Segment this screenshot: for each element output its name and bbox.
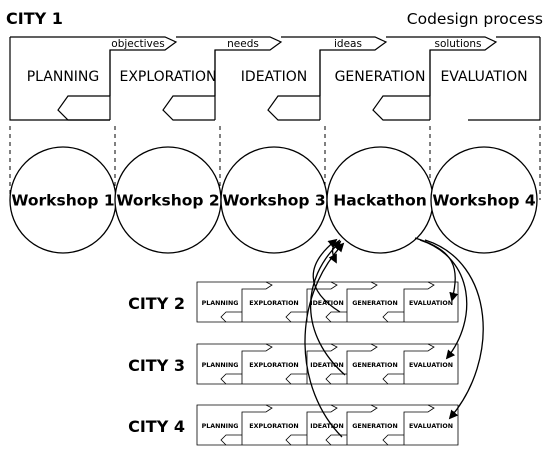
city-label: CITY 3 <box>128 356 185 375</box>
mini-phase-generation: GENERATION <box>352 423 398 430</box>
workshop-label: Workshop 4 <box>432 192 536 210</box>
workshop-circle <box>430 146 538 254</box>
mini-phase-ideation: IDEATION <box>310 423 344 430</box>
mini-phase-planning: PLANNING <box>202 423 239 430</box>
mini-return-arrow <box>325 373 347 385</box>
workshop-hackathon: Hackathon <box>326 146 434 254</box>
mini-return-arrow <box>220 311 242 323</box>
hackathon-link-arc <box>304 242 345 438</box>
mini-phase-generation: GENERATION <box>352 300 398 307</box>
mini-phase-evaluation: EVALUATION <box>409 300 453 307</box>
workshop-workshop-2: Workshop 2 <box>114 146 222 254</box>
city-city-2-process: CITY 2 PLANNING EXPLORATION IDEATION GENERAT… <box>128 281 459 323</box>
city-1-title: CITY 1 <box>6 9 63 28</box>
mini-handoff-arrow <box>241 404 273 445</box>
workshop-label: Workshop 3 <box>222 192 325 210</box>
city-label: CITY 4 <box>128 417 185 436</box>
hackathon-link-arc <box>424 239 484 420</box>
mini-handoff-arrow <box>403 281 435 322</box>
hackathon-link-arc <box>328 239 341 264</box>
mini-phase-planning: PLANNING <box>202 300 239 307</box>
mini-return-arrow <box>382 311 404 323</box>
mini-return-arrow <box>382 434 404 446</box>
handoff-needs: needs <box>227 38 259 50</box>
return-arrow <box>57 95 110 121</box>
phase-generation: GENERATION <box>335 69 426 85</box>
mini-phase-exploration: EXPLORATION <box>249 423 298 430</box>
mini-phase-ideation: IDEATION <box>310 362 344 369</box>
hackathon-link-arc <box>419 239 468 360</box>
mini-handoff-arrow <box>403 343 435 384</box>
city-city-4-process: CITY 4 PLANNING EXPLORATION IDEATION GENERAT… <box>128 404 459 446</box>
mini-phase-ideation: IDEATION <box>310 300 344 307</box>
hackathon-link-arc <box>309 240 346 376</box>
mini-handoff-arrow <box>403 404 435 445</box>
handoff-objectives: objectives <box>111 38 164 50</box>
mini-phase-evaluation: EVALUATION <box>409 362 453 369</box>
return-arrow <box>372 95 430 121</box>
mini-return-arrow <box>325 434 347 446</box>
mini-return-arrow <box>285 311 307 323</box>
mini-handoff-arrow <box>306 281 338 322</box>
mini-handoff-arrow <box>306 404 338 445</box>
phase-ideation: IDEATION <box>241 69 307 85</box>
mini-phase-exploration: EXPLORATION <box>249 362 298 369</box>
return-arrow <box>162 95 215 121</box>
workshop-workshop-3: Workshop 3 <box>220 146 328 254</box>
mini-handoff-arrow <box>306 343 338 384</box>
mini-handoff-arrow <box>346 343 378 384</box>
mini-phase-exploration: EXPLORATION <box>249 300 298 307</box>
mini-phase-evaluation: EVALUATION <box>409 423 453 430</box>
workshop-label: Workshop 1 <box>11 192 114 210</box>
mini-handoff-arrow <box>346 281 378 322</box>
mini-return-arrow <box>220 373 242 385</box>
mini-phase-planning: PLANNING <box>202 362 239 369</box>
workshop-label: Workshop 2 <box>116 192 219 210</box>
city-city-3-process: CITY 3 PLANNING EXPLORATION IDEATION GENERAT… <box>128 343 459 385</box>
city-label: CITY 2 <box>128 294 185 313</box>
mini-return-arrow <box>285 373 307 385</box>
return-arrow <box>267 95 320 121</box>
workshop-workshop-1: Workshop 1 <box>9 146 117 254</box>
city-1-process: PLANNING EXPLORATION IDEATION GENERATION EVA… <box>9 36 541 121</box>
mini-return-arrow <box>285 434 307 446</box>
mini-return-arrow <box>382 373 404 385</box>
mini-handoff-arrow <box>241 343 273 384</box>
mini-phase-generation: GENERATION <box>352 362 398 369</box>
workshop-label: Hackathon <box>333 192 427 210</box>
hackathon-links <box>304 237 484 438</box>
mini-handoff-arrow <box>346 404 378 445</box>
phase-planning: PLANNING <box>27 69 100 85</box>
hackathon-link-arc <box>312 238 341 313</box>
workshop-workshop-4: Workshop 4 <box>430 146 538 254</box>
mini-return-arrow <box>325 311 347 323</box>
phase-exploration: EXPLORATION <box>119 69 216 85</box>
phase-evaluation: EVALUATION <box>440 69 527 85</box>
process-label: Codesign process <box>407 10 543 28</box>
handoff-ideas: ideas <box>334 38 362 50</box>
mini-handoff-arrow <box>241 281 273 322</box>
handoff-solutions: solutions <box>434 38 481 50</box>
mini-return-arrow <box>220 434 242 446</box>
other-cities: CITY 2 PLANNING EXPLORATION IDEATION GENERAT… <box>128 281 459 446</box>
